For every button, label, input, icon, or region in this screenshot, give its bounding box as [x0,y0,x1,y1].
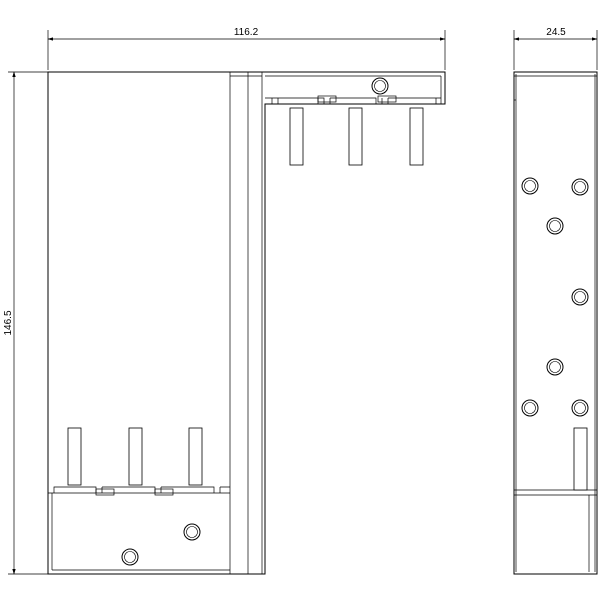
top-pins [289,107,424,166]
depth-dimension-label: 24.5 [546,27,566,38]
mounting-hole [546,358,564,376]
mounting-hole [183,523,201,541]
terminal-pin [128,427,143,486]
side-view-outline [513,71,598,575]
mounting-hole [571,178,589,196]
terminal-pin [188,427,203,486]
side-terminal-pin [573,427,588,491]
mounting-hole [571,399,589,417]
mounting-hole [546,217,564,235]
mounting-hole [521,399,539,417]
width-dimension-label: 116.2 [234,27,259,38]
mounting-hole [571,288,589,306]
terminal-pin [409,107,424,166]
height-dimension: 146.5 [3,71,50,575]
bottom-terminal-block [48,486,230,571]
mounting-hole [371,77,389,95]
mounting-hole [521,177,539,195]
height-dimension-label: 146.5 [3,310,14,335]
top-terminal-block [265,75,442,104]
side-holes [521,177,589,417]
front-view-outline [47,71,446,575]
width-dimension: 116.2 [47,27,446,70]
bottom-pins [67,427,203,486]
depth-dimension: 24.5 [513,27,598,70]
terminal-pin [289,107,304,166]
terminal-pin [67,427,82,486]
front-view [47,71,446,575]
side-view [513,71,598,575]
terminal-pin [348,107,363,166]
mounting-hole [121,548,139,566]
